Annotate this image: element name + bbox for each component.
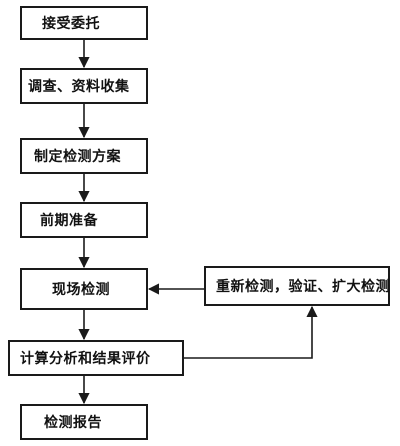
- step-label: 接受委托: [42, 16, 100, 32]
- step-detection-report: 检测报告: [20, 404, 148, 440]
- step-label: 调查、资料收集: [28, 79, 130, 95]
- step-onsite-detection: 现场检测: [20, 268, 148, 310]
- step-preliminary-preparation: 前期准备: [20, 202, 148, 238]
- step-make-detection-plan: 制定检测方案: [20, 138, 148, 174]
- step-calculation-and-evaluation: 计算分析和结果评价: [8, 340, 184, 376]
- step-label: 检测报告: [44, 415, 102, 431]
- step-label: 制定检测方案: [34, 149, 121, 165]
- feedback-redetection-box: 重新检测，验证、扩大检测: [204, 266, 390, 306]
- step-label: 计算分析和结果评价: [20, 351, 151, 367]
- step-label: 现场检测: [52, 282, 110, 298]
- arrow-step6-to-feedback: [184, 305, 318, 359]
- step-label: 前期准备: [40, 213, 98, 229]
- feedback-label: 重新检测，验证、扩大检测: [216, 279, 390, 295]
- step-investigation-data-collection: 调查、资料收集: [20, 68, 148, 104]
- step-accept-commission: 接受委托: [20, 6, 148, 40]
